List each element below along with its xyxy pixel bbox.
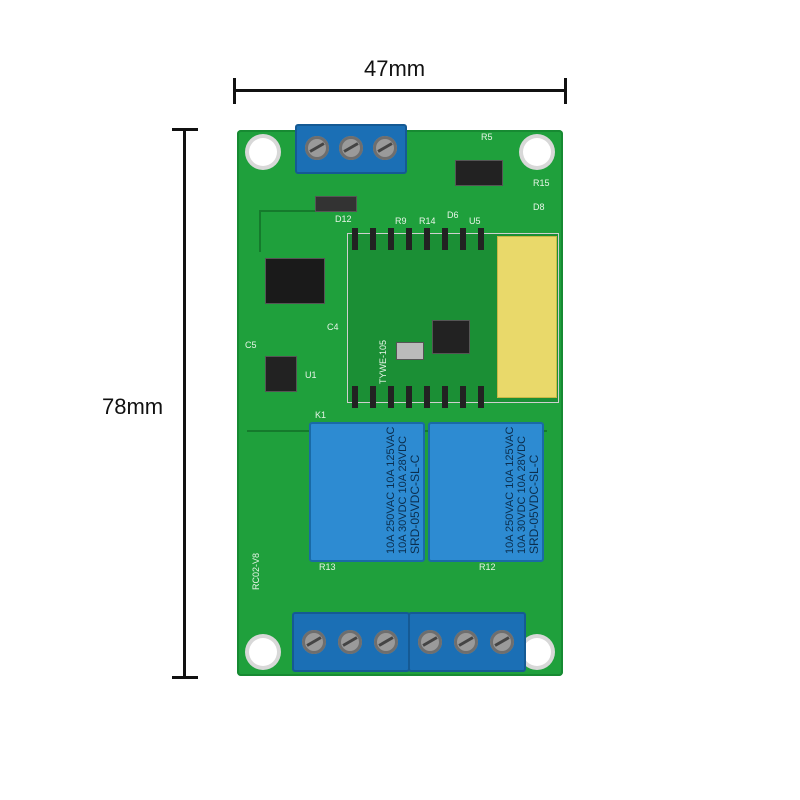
- pin: [352, 228, 358, 250]
- relay-k1: 10A 250VAC 10A 125VAC 10A 30VDC 10A 28VD…: [309, 422, 425, 562]
- pin: [388, 386, 394, 408]
- pin: [424, 386, 430, 408]
- screw: [418, 630, 442, 654]
- module-crystal: [396, 342, 424, 360]
- height-label: 78mm: [102, 394, 164, 419]
- terminal-block-top: [295, 124, 407, 174]
- pin: [460, 386, 466, 408]
- silk-r9: R9: [395, 216, 407, 226]
- pin: [442, 228, 448, 250]
- screw: [302, 630, 326, 654]
- height-dimension-line: [183, 129, 186, 678]
- silk-r15: R15: [533, 178, 550, 188]
- terminal-block-bottom-left: [292, 612, 410, 672]
- silk-d8: D8: [533, 202, 545, 212]
- pcb-antenna: [497, 236, 557, 398]
- screw: [373, 136, 397, 160]
- relay-k1-text-3: SRD-05VDC-SL-C: [408, 454, 422, 554]
- pin: [406, 228, 412, 250]
- pin: [352, 386, 358, 408]
- pin: [424, 228, 430, 250]
- width-label: 47mm: [364, 56, 426, 81]
- mounting-hole-top-right: [523, 138, 551, 166]
- mounting-hole-bottom-left: [249, 638, 277, 666]
- relay-k2-text-3: SRD-05VDC-SL-C: [527, 454, 541, 554]
- silk-r13: R13: [319, 562, 336, 572]
- ic-chip-u1: [265, 356, 297, 392]
- pin: [460, 228, 466, 250]
- screw: [305, 136, 329, 160]
- diode-d12: [315, 196, 357, 212]
- screw: [490, 630, 514, 654]
- silk-u1: U1: [305, 370, 317, 380]
- mounting-hole-bottom-right: [523, 638, 551, 666]
- screw: [374, 630, 398, 654]
- pin: [370, 386, 376, 408]
- module-chip: [432, 320, 470, 354]
- silk-d6: D6: [447, 210, 459, 220]
- screw: [338, 630, 362, 654]
- pin: [478, 386, 484, 408]
- voltage-regulator-chip: [265, 258, 325, 304]
- mounting-hole-top-left: [249, 138, 277, 166]
- width-tick-right: [564, 78, 567, 104]
- pin-header-top: [352, 228, 492, 250]
- silk-c4: C4: [327, 322, 339, 332]
- height-tick-top: [172, 128, 198, 131]
- relay-k2: 10A 250VAC 10A 125VAC 10A 30VDC 10A 28VD…: [428, 422, 544, 562]
- pin-header-bottom: [352, 386, 492, 408]
- silk-u5: U5: [469, 216, 481, 226]
- silk-r5: R5: [481, 132, 493, 142]
- silk-d12: D12: [335, 214, 352, 224]
- pin: [406, 386, 412, 408]
- pin: [370, 228, 376, 250]
- screw: [454, 630, 478, 654]
- silk-r12: R12: [479, 562, 496, 572]
- terminal-block-bottom-right: [408, 612, 526, 672]
- width-dimension-line: [234, 89, 566, 92]
- pcb-board: U1 D12 R9 R14 D6 U5 R5 R15 D8 C4 C5 K1 R…: [237, 124, 563, 676]
- pcb-trace: [259, 210, 321, 252]
- pin: [388, 228, 394, 250]
- silk-c5: C5: [245, 340, 257, 350]
- screw: [339, 136, 363, 160]
- pin: [442, 386, 448, 408]
- width-tick-left: [233, 78, 236, 104]
- pin: [478, 228, 484, 250]
- silk-board-id: RC02-V8: [251, 552, 261, 590]
- silk-k1: K1: [315, 410, 327, 420]
- silk-r14: R14: [419, 216, 436, 226]
- ic-chip-u5: [455, 160, 503, 186]
- silk-module-id: TYWE-105: [378, 339, 388, 384]
- height-tick-bottom: [172, 676, 198, 679]
